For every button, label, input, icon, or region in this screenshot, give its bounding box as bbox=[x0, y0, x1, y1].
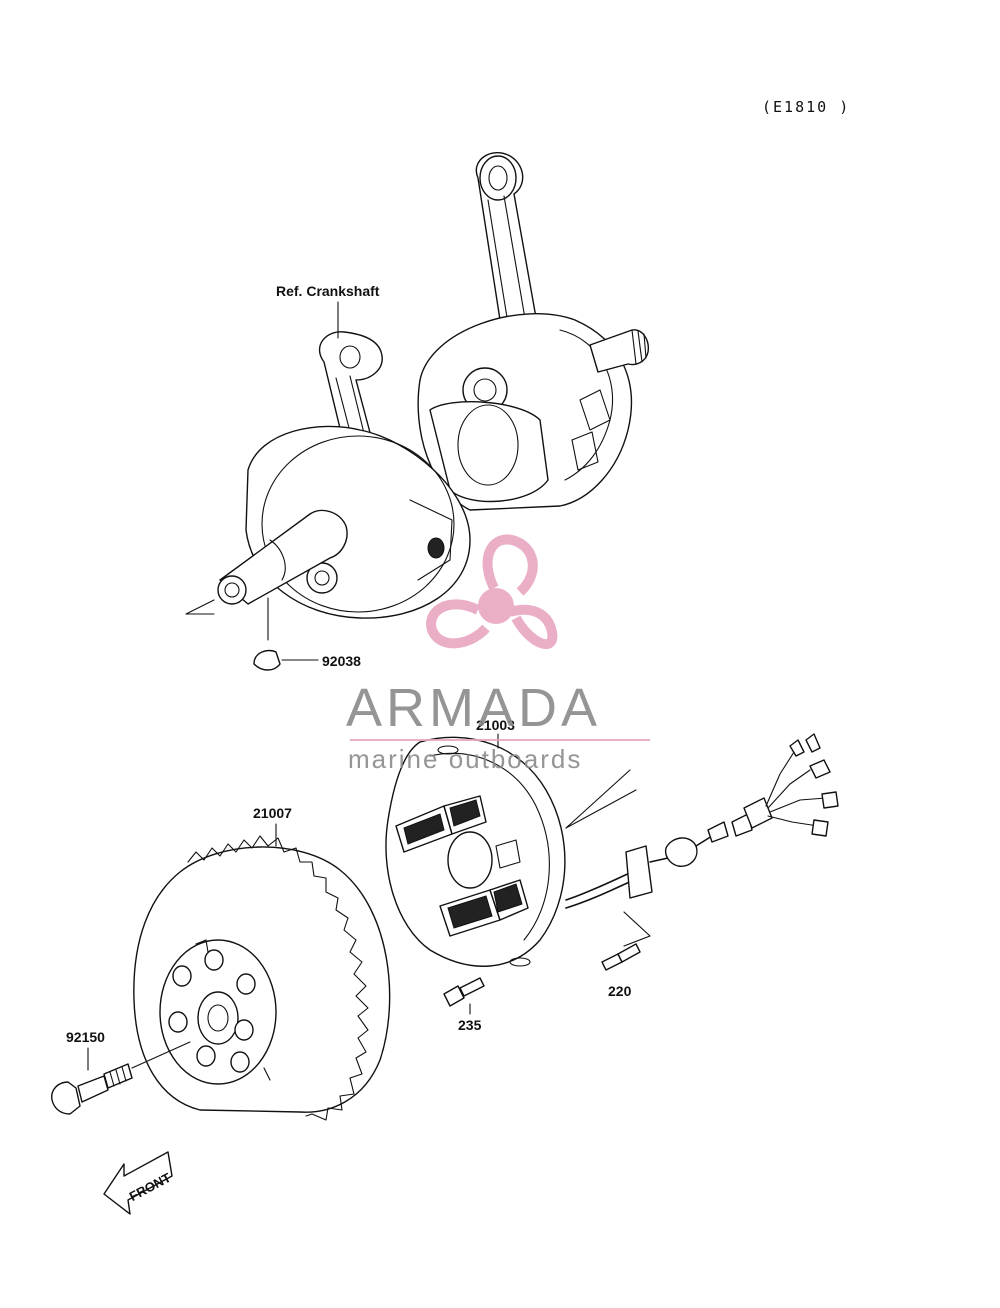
diagram-code: (E1810 ) bbox=[762, 98, 850, 116]
clamp-screw bbox=[601, 911, 651, 971]
propeller-logo-icon bbox=[426, 534, 558, 649]
flywheel-part-number: 21007 bbox=[253, 805, 292, 821]
clamp-screw-part-number: 220 bbox=[608, 983, 632, 999]
stator-part-number: 21003 bbox=[476, 717, 515, 733]
front-arrow-icon: FRONT bbox=[103, 1151, 173, 1215]
flywheel-drawing bbox=[133, 835, 391, 1121]
armada-watermark: ARMADA marine outboards bbox=[346, 534, 650, 774]
stator-screw-part-number: 235 bbox=[458, 1017, 482, 1033]
brand-tagline: marine outboards bbox=[348, 744, 582, 774]
flywheel-bolt-part-number: 92150 bbox=[66, 1029, 105, 1045]
crankshaft-label: Ref. Crankshaft bbox=[276, 283, 380, 299]
stator-plate-drawing bbox=[385, 733, 839, 967]
flywheel-bolt bbox=[51, 1041, 191, 1115]
woodruff-key bbox=[253, 597, 319, 671]
brand-name: ARMADA bbox=[346, 678, 601, 738]
key-part-number: 92038 bbox=[322, 653, 361, 669]
crankshaft-drawing bbox=[185, 151, 649, 619]
stator-screw bbox=[443, 977, 485, 1015]
